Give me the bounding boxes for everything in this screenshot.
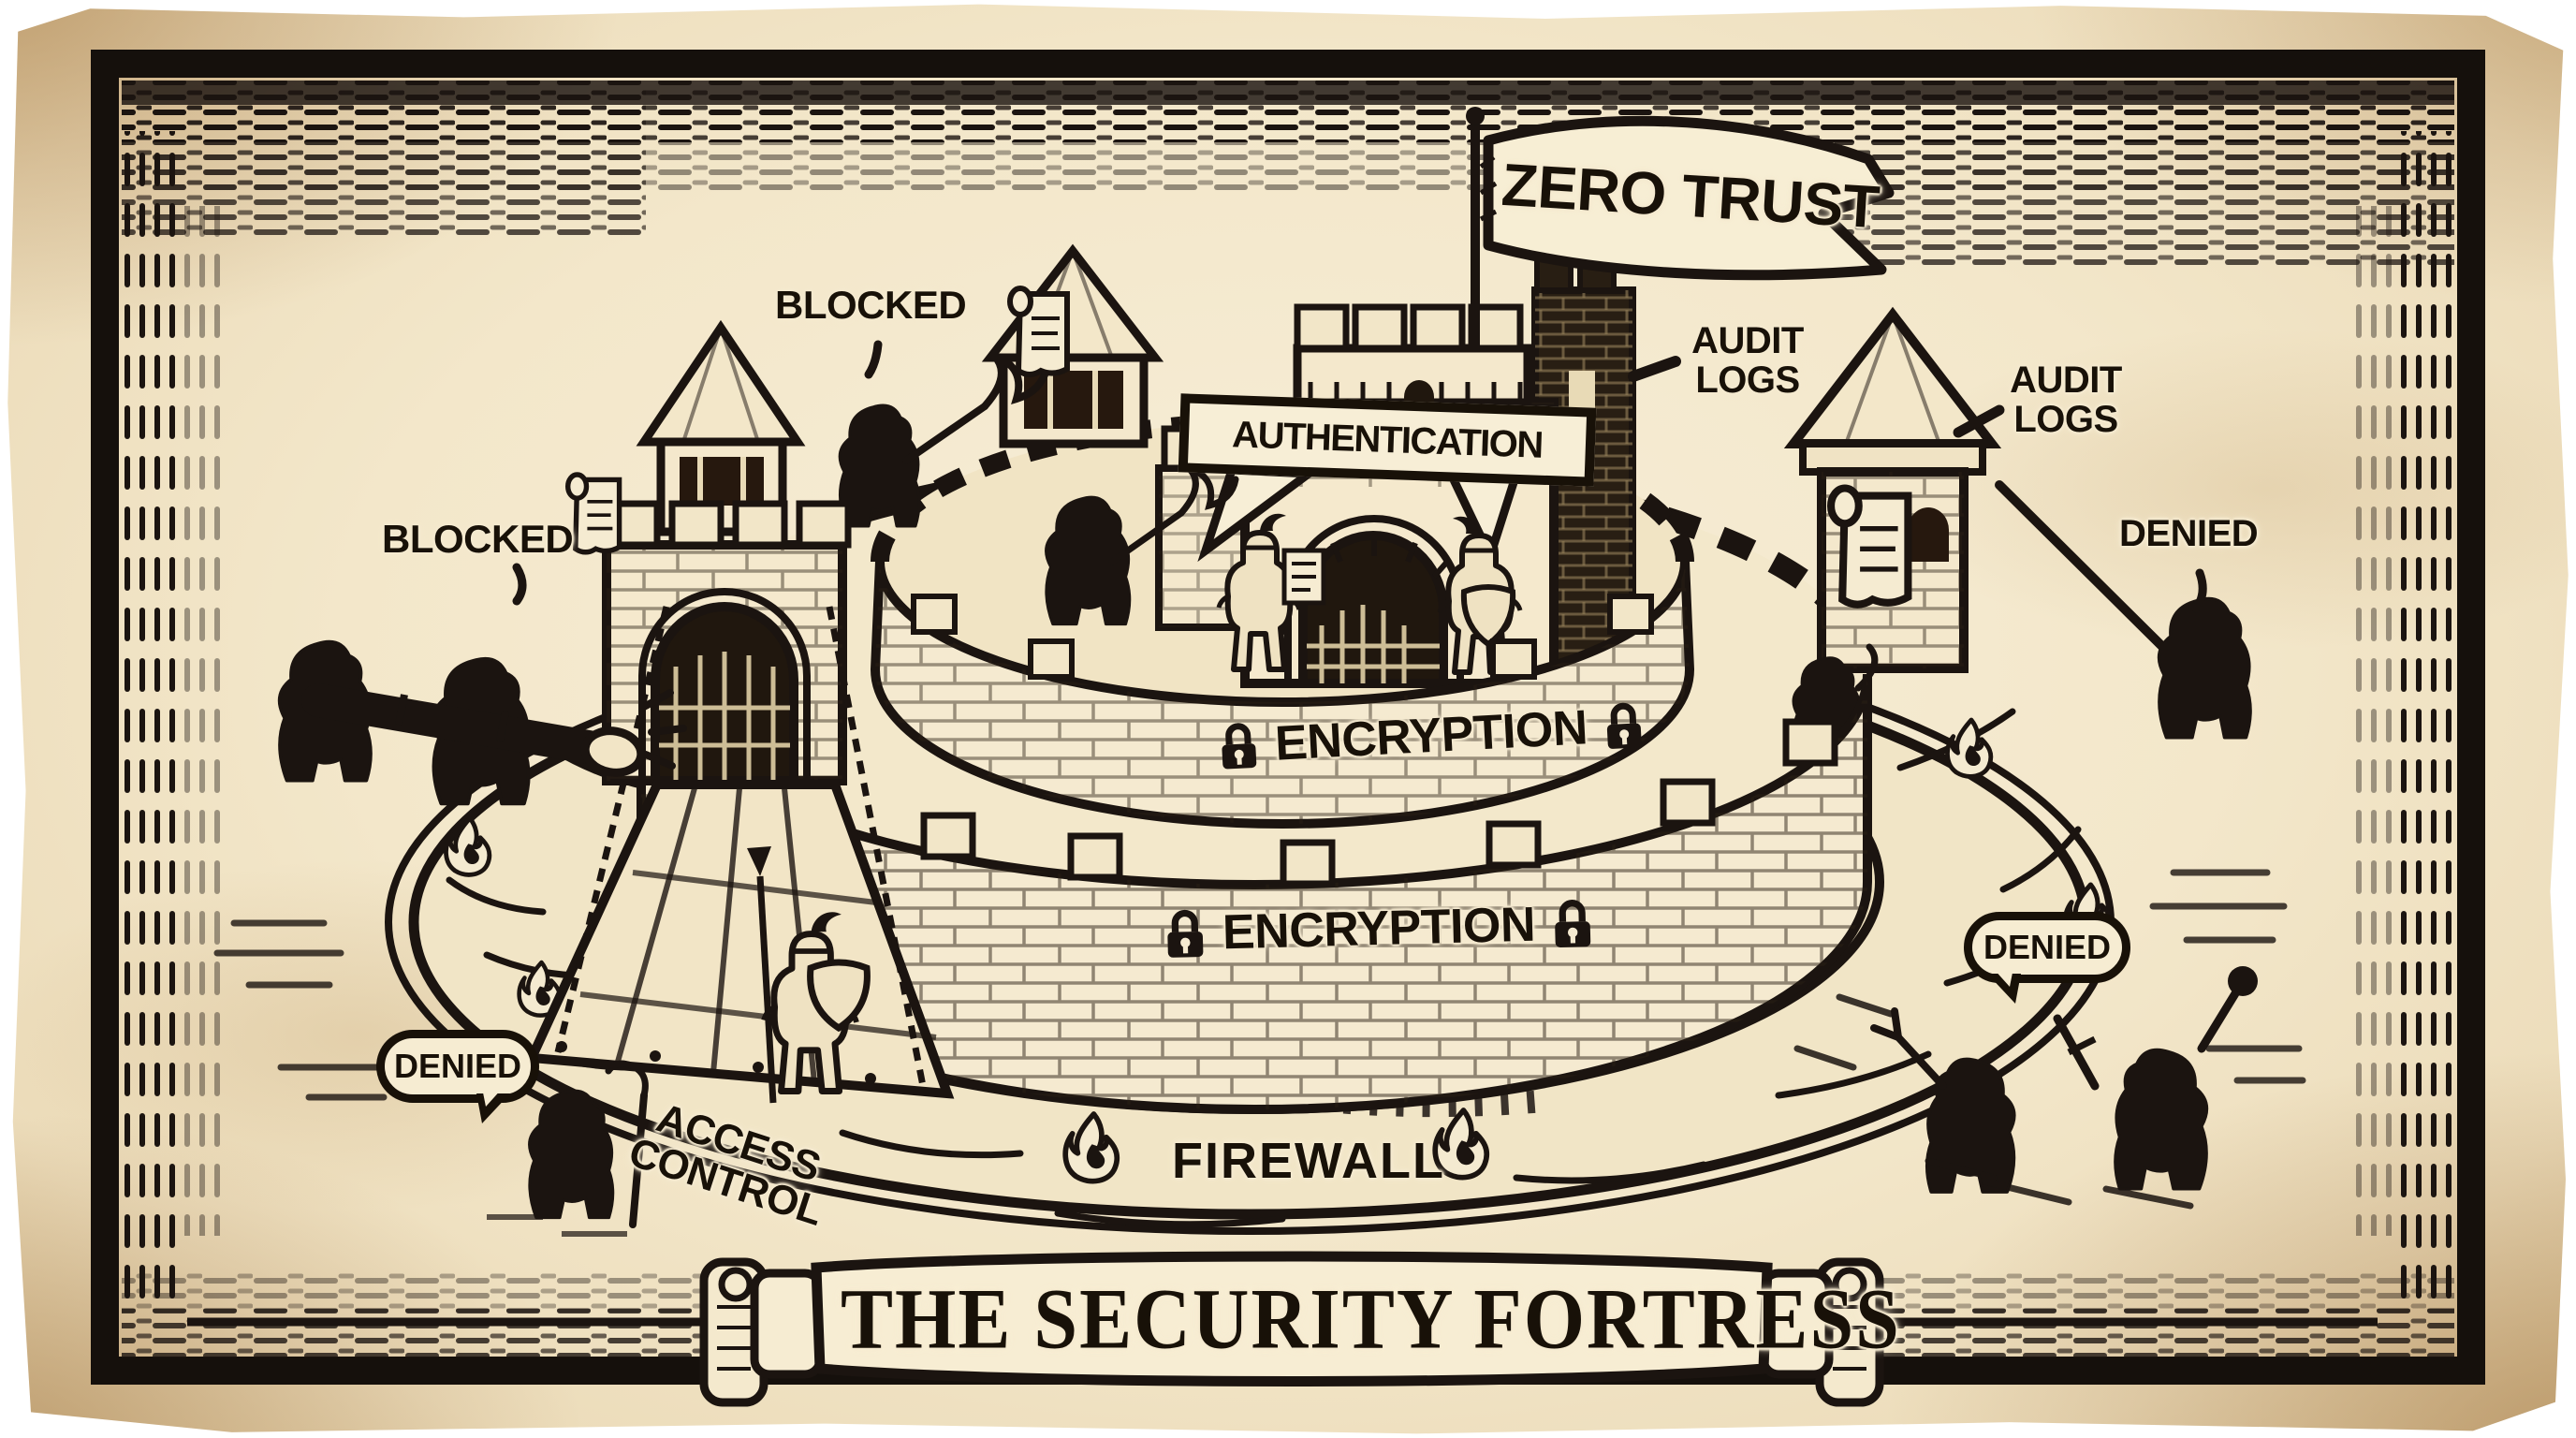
gate-knight-right bbox=[1440, 517, 1520, 672]
attackers-pair-bottom-right bbox=[1793, 966, 2258, 1210]
authentication-sign-text: AUTHENTICATION bbox=[1231, 413, 1544, 466]
scroll-end-right bbox=[1759, 1257, 1884, 1407]
drawbridge-chain-right bbox=[826, 606, 927, 1087]
encryption-outer-text: ENCRYPTION bbox=[1222, 897, 1536, 961]
gatehouse bbox=[568, 288, 1067, 785]
audit-logs-tower bbox=[1783, 306, 2002, 673]
sword bbox=[2053, 1014, 2100, 1091]
knight-shield-icon bbox=[807, 959, 871, 1033]
label-denied-right: DENIED bbox=[2119, 513, 2259, 554]
knight-shield-icon bbox=[1460, 584, 1516, 648]
denied-bubble-right-text: DENIED bbox=[1983, 928, 2112, 966]
padlock-icon bbox=[1222, 723, 1257, 770]
label-blocked-left: BLOCKED bbox=[382, 517, 574, 561]
impact-marks bbox=[638, 689, 687, 770]
denied-speech-bubble-right: DENIED bbox=[1964, 912, 2130, 1004]
page-title: THE SECURITY FORTRESS bbox=[841, 1271, 1901, 1368]
mace bbox=[2228, 966, 2258, 996]
attackers-battering-ram bbox=[277, 639, 687, 806]
drawbridge bbox=[524, 606, 955, 1104]
attacker-lance-right bbox=[1995, 480, 2252, 740]
attacker-grapple bbox=[838, 352, 1050, 528]
gate-knight-left bbox=[1219, 514, 1326, 669]
inner-encryption-wall bbox=[870, 561, 1695, 829]
ink-frame bbox=[91, 50, 2485, 1385]
label-pointers bbox=[512, 340, 2207, 613]
drawbridge-chain-left bbox=[554, 606, 670, 1053]
zero-trust-flag bbox=[1466, 107, 1895, 348]
padlock-icon bbox=[1606, 702, 1642, 749]
guard-knight bbox=[747, 846, 871, 1104]
pickaxe bbox=[1870, 1007, 1902, 1041]
label-firewall: FIREWALL bbox=[1172, 1133, 1445, 1189]
keep-gate bbox=[1268, 515, 1480, 688]
battering-ram bbox=[301, 683, 616, 766]
title-scroll bbox=[187, 1251, 2378, 1407]
padlock-icon bbox=[1167, 909, 1204, 958]
ground-hatching bbox=[213, 869, 2306, 1101]
encryption-inner-band: ENCRYPTION bbox=[1212, 698, 1650, 773]
label-audit-logs-tower: AUDIT LOGS bbox=[2010, 360, 2122, 440]
label-blocked-top: BLOCKED bbox=[775, 283, 967, 327]
padlock-icon bbox=[1555, 900, 1591, 947]
scroll-end-left bbox=[699, 1257, 825, 1407]
encryption-outer-band: ENCRYPTION bbox=[1147, 895, 1610, 963]
label-audit-logs-keep: AUDIT LOGS bbox=[1691, 320, 1804, 401]
denied-bubble-left-text: DENIED bbox=[393, 1047, 522, 1085]
title-ribbon bbox=[811, 1251, 1773, 1387]
attacker-inner-wall bbox=[1045, 464, 1239, 626]
attacker-hook-bottom-left bbox=[487, 1060, 649, 1237]
belfry-tower bbox=[981, 243, 1164, 448]
denied-speech-bubble-left: DENIED bbox=[376, 1030, 539, 1123]
authentication-sign: AUTHENTICATION bbox=[1178, 393, 1597, 487]
